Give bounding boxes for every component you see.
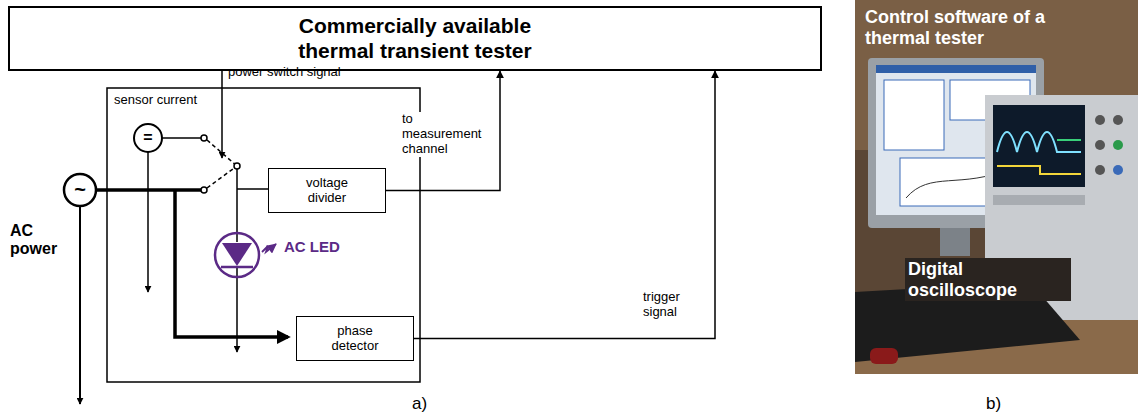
mouse [870, 348, 898, 364]
scope-knob [1095, 115, 1105, 125]
light-emission-arrow [262, 244, 276, 252]
signal-name: power switch signal [228, 65, 341, 80]
panel-letter: b) [986, 394, 1001, 414]
device-name: AC LED [284, 238, 340, 255]
monitor-stand [940, 228, 970, 256]
connector-label: trigger signal [641, 290, 707, 320]
current-source-symbol [134, 124, 162, 152]
source-name: AC power [10, 222, 72, 259]
ac-source-symbol [64, 174, 96, 206]
window-titlebar [876, 65, 1036, 73]
node-text-holder: voltage divider [292, 176, 362, 206]
node-label: voltage divider [292, 176, 362, 206]
scope-knob [1113, 115, 1123, 125]
phase-detector-box: phase detector [296, 316, 414, 361]
lab-photo [855, 0, 1138, 374]
node-label: Commercially available thermal transient… [265, 14, 565, 62]
tester-box: Commercially available thermal transient… [8, 6, 822, 71]
node-text-holder: phase detector [320, 324, 390, 354]
photo-caption: Digital oscilloscope [905, 258, 1071, 301]
ground-arrow [236, 266, 238, 352]
signal-connector [386, 71, 500, 191]
waveform-trace [997, 166, 1081, 174]
ground-arrow [79, 206, 81, 404]
scope-knob [1113, 165, 1123, 175]
switch-contact [201, 135, 207, 141]
waveform-trace [1057, 139, 1081, 141]
scope-buttons [993, 195, 1085, 205]
wire [236, 169, 238, 242]
ground-arrow [147, 152, 149, 292]
photo-caption: Control software of a thermal tester [862, 6, 1098, 49]
switch-signal-line [221, 62, 223, 158]
switch-blade [207, 166, 237, 188]
connector-label: to measurement channel [400, 112, 492, 157]
source-name: sensor current [114, 93, 197, 108]
power-wire [96, 188, 201, 192]
panel-letter: a) [412, 394, 427, 414]
waveform-trace [997, 132, 1081, 152]
scope-knob [1113, 140, 1123, 150]
scope-knob [1095, 165, 1105, 175]
interface-box [107, 88, 420, 382]
node-text-holder: Commercially available thermal transient… [265, 14, 565, 62]
scope-knob [1095, 140, 1105, 150]
switch-pivot [234, 163, 240, 169]
oscilloscope-screen [993, 105, 1085, 187]
voltage-divider-box: voltage divider [268, 168, 386, 213]
wire [237, 188, 268, 190]
led-symbol [222, 243, 252, 266]
led-housing [215, 233, 259, 277]
switch-contact [201, 187, 207, 193]
node-label: phase detector [320, 324, 390, 354]
switch-blade [207, 140, 237, 166]
photo-background [855, 0, 1138, 374]
software-window [884, 80, 944, 150]
dc-symbol: = [143, 129, 152, 147]
wire [162, 137, 201, 139]
led-symbol [221, 266, 253, 269]
ac-symbol: ~ [74, 178, 86, 201]
